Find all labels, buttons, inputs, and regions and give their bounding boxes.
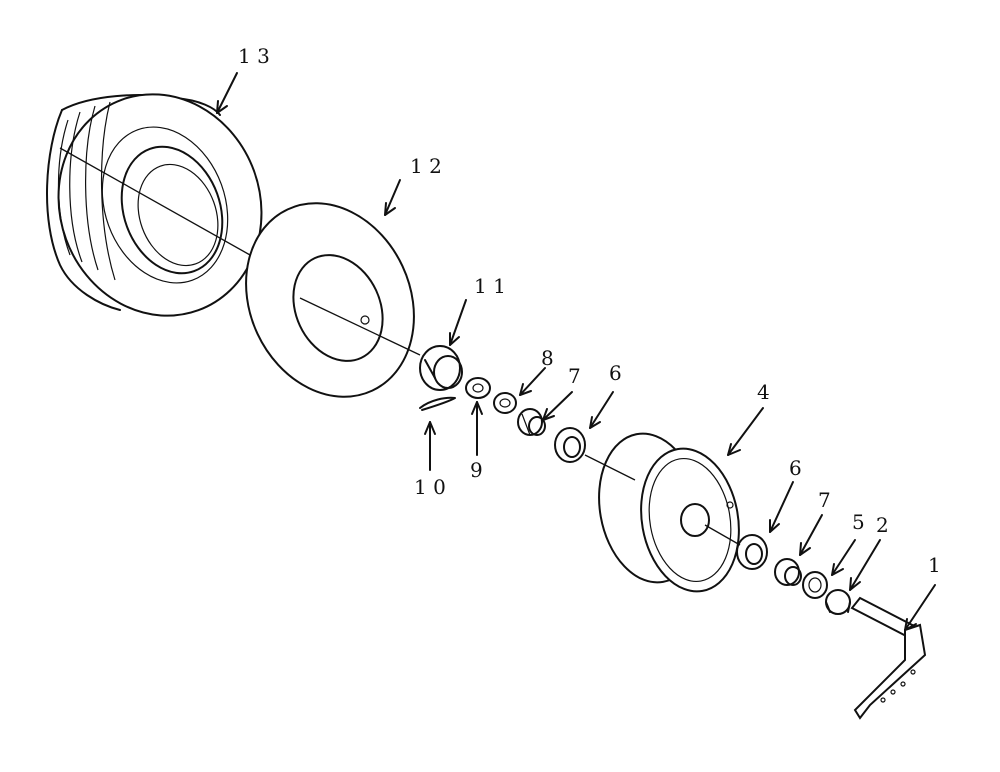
callout-1: 1 <box>928 553 941 577</box>
callout-12: 1 2 <box>410 154 442 178</box>
wheel-rim-icon <box>598 432 740 593</box>
washer-icon <box>493 392 517 414</box>
bearing-race-icon <box>736 534 768 570</box>
axle-spindle-icon <box>850 596 927 720</box>
callout-5: 5 <box>852 510 865 534</box>
callout-2: 2 <box>876 513 889 537</box>
callout-6-lower: 6 <box>789 456 802 480</box>
bearing-cup-icon <box>419 345 463 391</box>
callout-7-lower: 7 <box>818 488 831 512</box>
tapered-bearing-icon <box>517 408 546 436</box>
bearing-race-icon <box>554 427 586 463</box>
spacer-icon <box>825 589 851 615</box>
tube-icon <box>245 202 415 398</box>
callout-10: 1 0 <box>414 475 446 499</box>
callout-8: 8 <box>541 346 554 370</box>
leader-lines <box>216 72 936 631</box>
callout-13: 1 3 <box>238 44 270 68</box>
callout-9: 9 <box>470 458 483 482</box>
seal-icon <box>802 571 828 599</box>
callout-4: 4 <box>757 380 770 404</box>
callout-7-upper: 7 <box>568 364 581 388</box>
castle-nut-icon <box>465 377 491 399</box>
callout-6-upper: 6 <box>609 361 622 385</box>
cotter-pin-icon <box>419 396 456 411</box>
callout-11: 1 1 <box>474 274 506 298</box>
tapered-bearing-icon <box>774 558 802 586</box>
